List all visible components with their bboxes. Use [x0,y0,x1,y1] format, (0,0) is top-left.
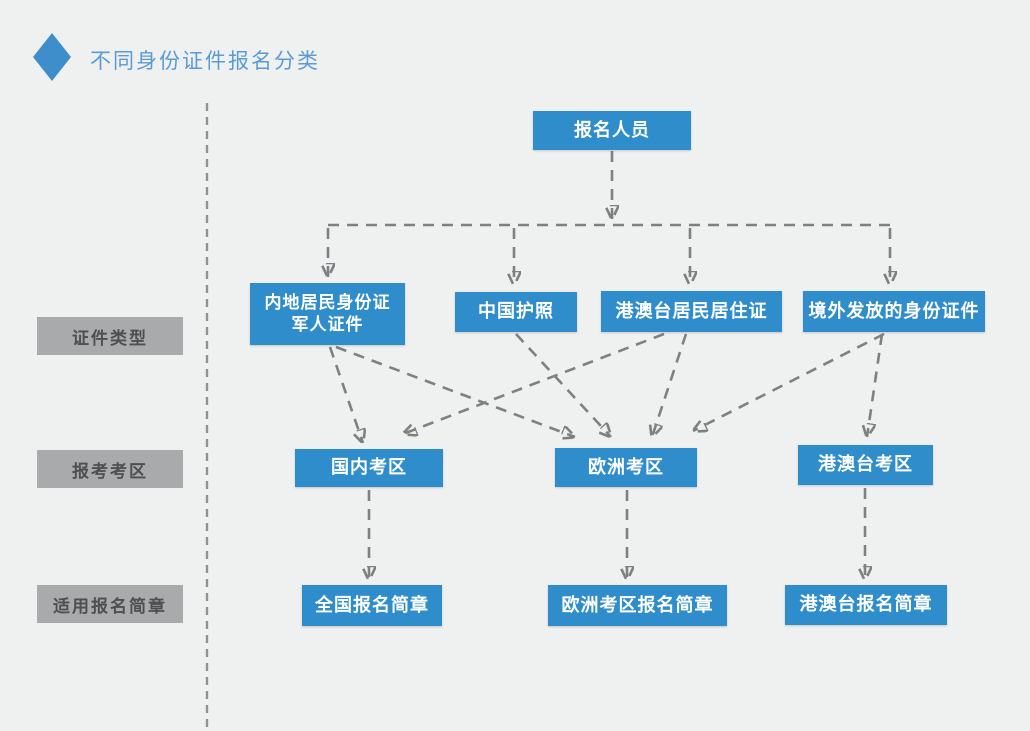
category-label-applicable-guide: 适用报名简章 [37,585,183,623]
edge-hmt-permit-domestic [403,332,665,434]
node-overseas-id: 境外发放的身份证件 [803,291,985,332]
edge-passport-europe [515,333,611,437]
node-hmt-residence-permit: 港澳台居民居住证 [601,291,782,332]
node-label: 报名人员 [574,119,650,140]
node-europe-guide: 欧洲考区报名简章 [548,585,727,626]
category-label-certificate-type: 证件类型 [37,317,183,355]
category-label-text: 证件类型 [72,328,148,348]
node-label: 国内考区 [331,457,407,478]
node-label: 港澳台考区 [818,454,913,475]
node-label: 全国报名简章 [315,594,429,615]
edge-overseas-hmt-zone [867,333,882,437]
node-label: 境外发放的身份证件 [808,300,980,321]
category-label-text: 报考考区 [72,461,148,481]
node-label: 港澳台报名简章 [799,594,933,615]
page-title: 不同身份证件报名分类 [90,50,320,73]
edge-overseas-europe [693,332,885,431]
node-label-line2: 军人证件 [291,315,364,334]
node-domestic-zone: 国内考区 [295,449,443,487]
node-europe-zone: 欧洲考区 [555,448,697,487]
node-hmt-zone: 港澳台考区 [798,445,933,485]
node-label-line1: 内地居民身份证 [264,292,391,312]
node-national-guide: 全国报名简章 [302,585,442,626]
edge-hmt-permit-europe [652,333,688,437]
node-label: 中国护照 [478,301,554,322]
node-label: 港澳台居民居住证 [615,300,768,321]
node-hmt-guide: 港澳台报名简章 [785,585,947,625]
node-label: 欧洲考区报名简章 [561,594,714,615]
category-label-exam-zone: 报考考区 [37,450,183,488]
node-china-passport: 中国护照 [455,292,577,332]
node-mainland-id: 内地居民身份证 军人证件 [250,283,405,345]
node-applicant: 报名人员 [533,111,691,150]
edge-mainland-europe [335,345,575,437]
category-label-text: 适用报名简章 [53,596,167,616]
node-label: 欧洲考区 [588,456,664,477]
edge-mainland-domestic [328,346,363,443]
